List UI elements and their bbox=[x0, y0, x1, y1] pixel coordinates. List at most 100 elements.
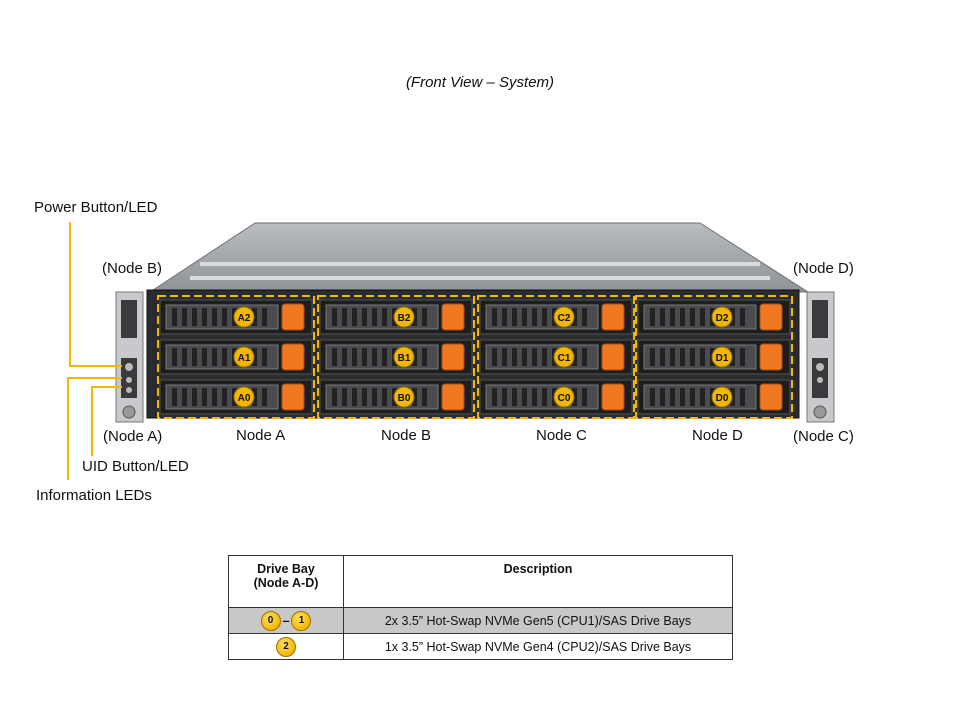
chassis-vents bbox=[190, 262, 770, 280]
grille-slot bbox=[582, 388, 587, 406]
grille-slot bbox=[690, 308, 695, 326]
drive-release-tab bbox=[601, 303, 625, 331]
grille-slot bbox=[700, 348, 705, 366]
grille-slot bbox=[262, 348, 267, 366]
grille-slot bbox=[192, 308, 197, 326]
grille-slot bbox=[522, 388, 527, 406]
grille-slot bbox=[740, 388, 745, 406]
grille-slot bbox=[352, 308, 357, 326]
description-cell: 2x 3.5” Hot-Swap NVMe Gen5 (CPU1)/SAS Dr… bbox=[343, 607, 733, 634]
grille-slot bbox=[582, 308, 587, 326]
grille-slot bbox=[512, 388, 517, 406]
grille-slot bbox=[532, 308, 537, 326]
drive-release-tab bbox=[281, 303, 305, 331]
grille-slot bbox=[700, 308, 705, 326]
grille-slot bbox=[342, 348, 347, 366]
node-outline bbox=[157, 295, 315, 419]
grille-slot bbox=[502, 348, 507, 366]
grille-slot bbox=[660, 308, 665, 326]
node-c-label: Node C bbox=[536, 427, 587, 444]
table-header-row: Drive Bay (Node A-D) Description bbox=[228, 555, 733, 608]
bay-number-label: C1 bbox=[558, 353, 571, 364]
grille-slot bbox=[492, 308, 497, 326]
table-row: 0–1 2x 3.5” Hot-Swap NVMe Gen5 (CPU1)/SA… bbox=[228, 607, 733, 634]
grille-slot bbox=[372, 308, 377, 326]
grille-slot bbox=[172, 388, 177, 406]
grille-slot bbox=[542, 388, 547, 406]
grille-slot bbox=[202, 348, 207, 366]
description-cell: 1x 3.5” Hot-Swap NVMe Gen4 (CPU2)/SAS Dr… bbox=[343, 633, 733, 660]
grille-slot bbox=[512, 348, 517, 366]
bay-number-badge bbox=[393, 346, 415, 368]
grille-slot bbox=[182, 308, 187, 326]
bay-number-label: B0 bbox=[398, 393, 411, 404]
grille-slot bbox=[192, 348, 197, 366]
bay-number-badge bbox=[711, 346, 733, 368]
grille-slot bbox=[492, 348, 497, 366]
bay-number-badge bbox=[553, 346, 575, 368]
grille-slot bbox=[660, 388, 665, 406]
chassis-top bbox=[148, 222, 810, 293]
drive-release-tab bbox=[759, 303, 783, 331]
power-button-label: Power Button/LED bbox=[34, 199, 158, 216]
grille-slot bbox=[202, 308, 207, 326]
bay-number-badge bbox=[711, 386, 733, 408]
bay-number-badge bbox=[553, 306, 575, 328]
grille-slot bbox=[172, 348, 177, 366]
grille-slot bbox=[182, 348, 187, 366]
grille-slot bbox=[740, 348, 745, 366]
header-drive-bay-line1: Drive Bay bbox=[257, 562, 315, 576]
bay-number-badge bbox=[233, 386, 255, 408]
bay-badges-cell: 0–1 bbox=[228, 607, 344, 634]
grille-slot bbox=[382, 348, 387, 366]
grille-slot bbox=[332, 348, 337, 366]
range-dash: – bbox=[282, 613, 290, 628]
node-outline bbox=[317, 295, 475, 419]
bay-number-badge bbox=[711, 306, 733, 328]
bay-number-label: A2 bbox=[238, 313, 251, 324]
node-a-label: Node A bbox=[236, 427, 286, 444]
bay-badges-cell: 2 bbox=[228, 633, 344, 660]
grille-slot bbox=[680, 388, 685, 406]
bay-badge: 0 bbox=[260, 610, 281, 631]
grille-slot bbox=[680, 308, 685, 326]
grille-slot bbox=[522, 308, 527, 326]
drive-release-tab bbox=[601, 383, 625, 411]
bay-badge: 2 bbox=[276, 636, 296, 657]
bay-number-label: B1 bbox=[398, 353, 411, 364]
node-d-right-label: (Node D) bbox=[793, 260, 854, 277]
drive-release-tab bbox=[441, 343, 465, 371]
grille-slot bbox=[372, 348, 377, 366]
node-c-right-label: (Node C) bbox=[793, 428, 854, 445]
drive-release-tab bbox=[601, 343, 625, 371]
grille-slot bbox=[192, 388, 197, 406]
node-outline bbox=[477, 295, 635, 419]
grille-slot bbox=[332, 388, 337, 406]
drive-release-tab bbox=[441, 383, 465, 411]
callout-lines bbox=[67, 222, 122, 480]
grille-slot bbox=[362, 308, 367, 326]
grille-slot bbox=[502, 388, 507, 406]
grille-slot bbox=[202, 388, 207, 406]
grille-slot bbox=[382, 308, 387, 326]
header-description: Description bbox=[343, 555, 733, 608]
grille-slot bbox=[660, 348, 665, 366]
grille-slot bbox=[422, 308, 427, 326]
grille-slot bbox=[512, 308, 517, 326]
grille-slot bbox=[362, 348, 367, 366]
header-drive-bay: Drive Bay (Node A-D) bbox=[228, 555, 344, 608]
grille-slot bbox=[222, 388, 227, 406]
grille-slot bbox=[650, 308, 655, 326]
header-drive-bay-line2: (Node A-D) bbox=[253, 576, 319, 590]
grille-slot bbox=[212, 308, 217, 326]
grille-slot bbox=[700, 388, 705, 406]
bay-badge: 1 bbox=[291, 610, 312, 631]
grille-slot bbox=[502, 308, 507, 326]
grille-slot bbox=[650, 348, 655, 366]
grille-slot bbox=[212, 348, 217, 366]
node-d-label: Node D bbox=[692, 427, 743, 444]
node-b-label: Node B bbox=[381, 427, 432, 444]
bay-number-label: A1 bbox=[238, 353, 251, 364]
bay-number-badge bbox=[233, 306, 255, 328]
